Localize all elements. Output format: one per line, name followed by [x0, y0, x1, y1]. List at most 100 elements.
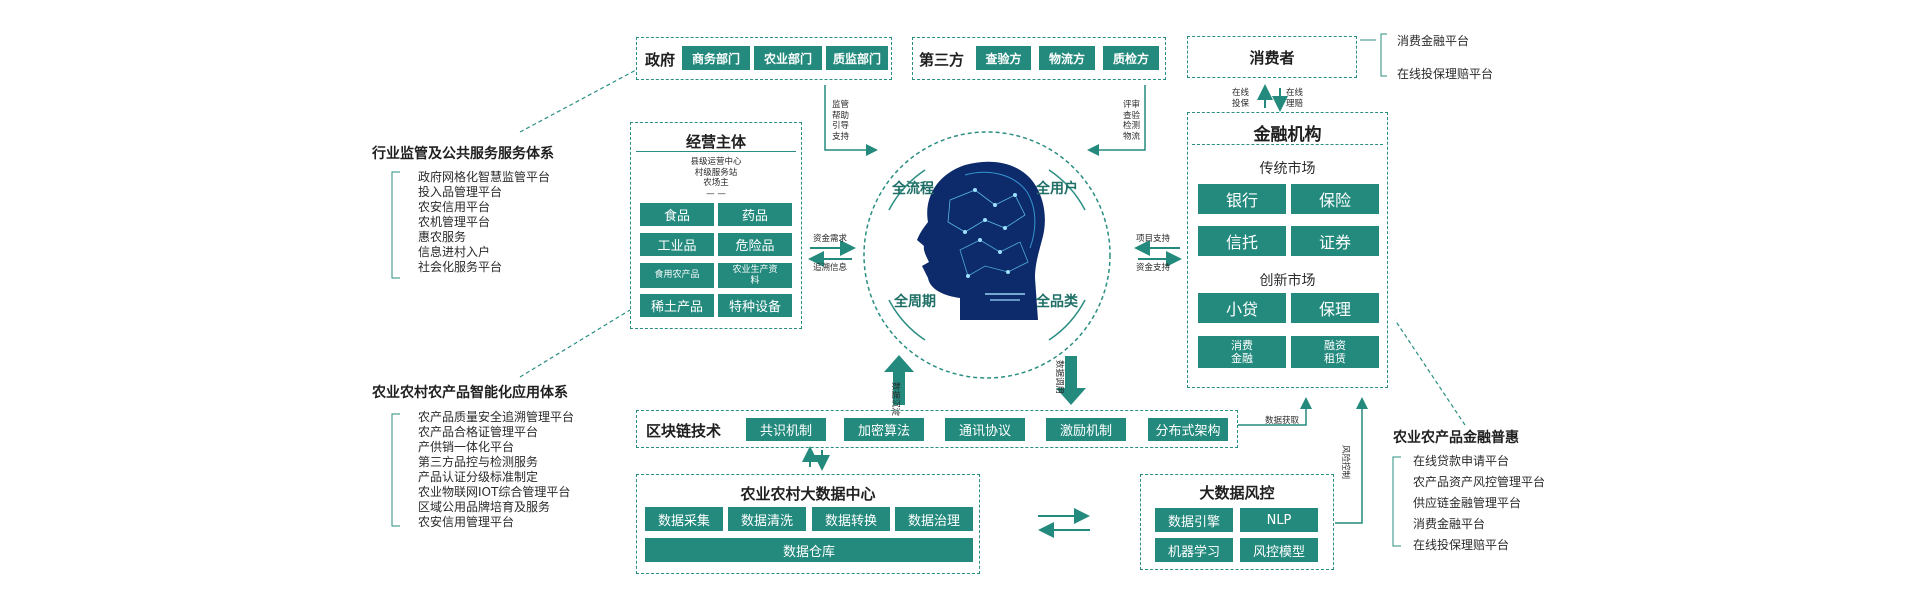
finance-securities: 证券: [1291, 226, 1379, 256]
agri-app-item: 农产品质量安全追溯管理平台: [418, 410, 575, 424]
leader-gov: [519, 69, 637, 133]
supervision-item: 农机管理平台: [418, 215, 491, 229]
operator-title: 经营主体: [685, 133, 746, 151]
agri-app-item: 区域公用品牌培育及服务: [418, 500, 551, 514]
ai-head-icon: [917, 161, 1045, 320]
bigdata-box: [636, 474, 980, 574]
operator-item-medicine: 药品: [718, 203, 792, 226]
label-full-process: 全流程: [892, 181, 934, 197]
agri-app-title: 农业农村农产品智能化应用体系: [372, 385, 568, 401]
fin-bottom-text: 资金支持: [1136, 263, 1171, 273]
leader-finance: [1394, 319, 1466, 426]
bd-item-govern: 数据治理: [895, 507, 973, 531]
bracket-agri: [391, 413, 400, 527]
fin-service-title: 农业农产品金融普惠: [1393, 430, 1519, 446]
finance-innovative-label: 创新市场: [1259, 273, 1316, 289]
finance-microloan: 小贷: [1198, 293, 1286, 323]
gov-item-agriculture: 农业部门: [754, 46, 822, 70]
supervision-item: 政府网格化智慧监管平台: [418, 170, 551, 184]
bc-item-encryption: 加密算法: [844, 418, 924, 441]
leader-operator: [519, 309, 631, 378]
bracket-supervision: [391, 171, 400, 279]
finance-factoring: 保理: [1291, 293, 1379, 323]
arrow-third-circle: [1087, 85, 1146, 156]
bc-item-incentive: 激励机制: [1046, 418, 1126, 441]
gov-title: 政府: [645, 51, 676, 69]
risk-item-model: 风控模型: [1240, 538, 1318, 562]
consumer-title: 消费者: [1249, 49, 1295, 67]
down-arrow-text: 数据调用: [1054, 360, 1064, 395]
finance-box: [1187, 112, 1388, 388]
agri-app-list: 农产品质量安全追溯管理平台 农产品合格证管理平台 产供销一体化平台 第三方品控与…: [418, 410, 574, 530]
operator-item-agri-input: 农业生产资料: [718, 263, 792, 288]
consumer-arrow-right-text: 在线理赔: [1286, 88, 1304, 109]
op-bottom-text: 追溯信息: [813, 263, 848, 273]
arrow-data-up: [884, 355, 914, 405]
inner-arc-tl: [888, 169, 926, 211]
bd-item-transform: 数据转换: [812, 507, 890, 531]
bd-item-clean: 数据清洗: [728, 507, 806, 531]
fin-top-text: 项目支持: [1136, 234, 1171, 244]
inner-arc-bl: [888, 299, 926, 341]
agri-app-item: 产品认证分级标准制定: [418, 470, 539, 484]
finance-trust: 信托: [1198, 226, 1286, 256]
bigdata-title: 农业农村大数据中心: [740, 485, 876, 503]
risk-item-engine: 数据引擎: [1155, 508, 1233, 532]
bd-warehouse: 数据仓库: [645, 538, 973, 562]
finance-title: 金融机构: [1253, 125, 1322, 145]
fin-service-item: 在线贷款申请平台: [1413, 454, 1510, 468]
finance-insurance: 保险: [1291, 184, 1379, 214]
operator-item-food: 食品: [640, 203, 714, 226]
fin-service-item: 在线投保理赔平台: [1413, 538, 1510, 552]
third-arrow-text: 评审查验 检测物流: [1123, 100, 1141, 142]
operator-divider: [636, 151, 796, 152]
gov-item-commerce: 商务部门: [682, 46, 750, 70]
fin-service-item: 消费金融平台: [1413, 517, 1486, 531]
bd-item-collect: 数据采集: [645, 507, 723, 531]
finance-traditional-label: 传统市场: [1259, 161, 1316, 177]
finance-bank: 银行: [1198, 184, 1286, 214]
finance-leasing: 融资租赁: [1291, 336, 1379, 368]
blockchain-box: [636, 410, 1238, 448]
gov-item-quality: 质监部门: [826, 46, 888, 70]
consumer-box: [1187, 36, 1357, 78]
operator-item-rare-earth: 稀土产品: [640, 294, 714, 317]
operator-box: [630, 122, 802, 329]
agri-app-item: 农安信用管理平台: [418, 515, 515, 529]
operator-subs: 县级运营中心 村级服务站 农场主 — —: [690, 157, 742, 199]
consumer-arrow-left-text: 在线投保: [1232, 88, 1250, 109]
center-circle: [863, 131, 1111, 379]
arrow-data-get: [1238, 397, 1312, 426]
supervision-item: 农安信用平台: [418, 200, 491, 214]
finance-consumer-finance: 消费金融: [1198, 336, 1286, 368]
third-title: 第三方: [919, 51, 965, 69]
gov-box: [636, 37, 892, 80]
fin-service-item: 供应链金融管理平台: [1413, 496, 1522, 510]
finance-divider: [1192, 144, 1383, 145]
third-item-logistics: 物流方: [1039, 46, 1095, 70]
bc-item-consensus: 共识机制: [746, 418, 826, 441]
arrow-gov-circle: [824, 85, 878, 156]
operator-item-hazard: 危险品: [718, 233, 792, 256]
op-top-text: 资金需求: [813, 234, 848, 244]
risk-item-ml: 机器学习: [1155, 538, 1233, 562]
operator-item-industrial: 工业品: [640, 233, 714, 256]
fin-service-item: 农产品资产风控管理平台: [1413, 475, 1546, 489]
label-full-user: 全用户: [1036, 181, 1078, 197]
arrow-data-down: [1056, 356, 1086, 405]
label-full-cycle: 全周期: [894, 294, 936, 310]
third-box: [912, 37, 1166, 80]
supervision-item: 社会化服务平台: [418, 260, 503, 274]
third-item-qc: 质检方: [1103, 46, 1159, 70]
data-get-text: 数据获取: [1265, 416, 1300, 426]
inner-arc-tr: [1048, 169, 1086, 211]
consumer-side-item: 消费金融平台: [1397, 34, 1470, 48]
risk-box: [1140, 474, 1334, 570]
bc-item-distributed: 分布式架构: [1148, 418, 1228, 441]
label-full-category: 全品类: [1036, 294, 1078, 310]
operator-item-special-equip: 特种设备: [718, 294, 792, 317]
bracket-finservice: [1392, 456, 1401, 547]
blockchain-title: 区块链技术: [646, 422, 722, 440]
